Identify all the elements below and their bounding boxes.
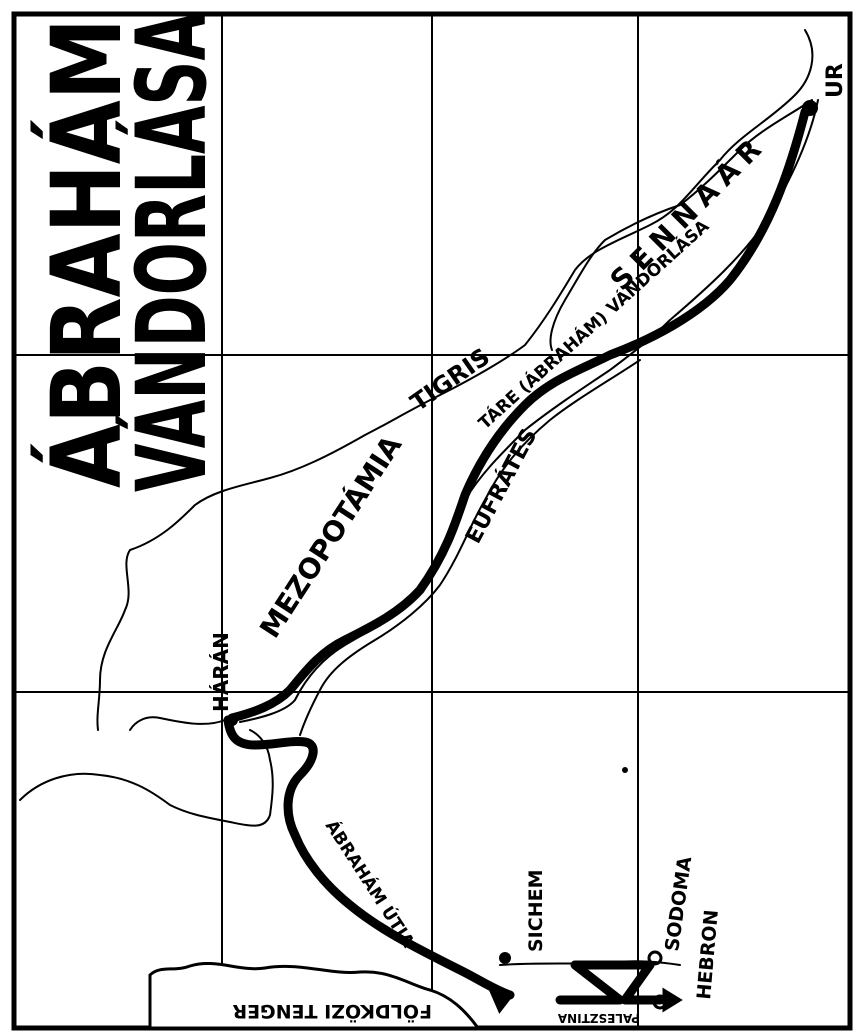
label-tigris: TIGRIS <box>405 343 495 417</box>
label-abraham-route: ÁBRAHÁM ÚTJA <box>321 816 420 952</box>
tigris-bank <box>549 99 813 351</box>
mediterranean-coast <box>148 961 481 1030</box>
sodoma-marker <box>647 950 663 966</box>
title-line-2: VÁNDORLÁSA <box>115 12 228 492</box>
label-ur: UR <box>823 63 848 98</box>
label-palestine: PALESZTINA <box>557 1011 640 1025</box>
label-sea: FÖLDKÖZI TENGER <box>232 1000 432 1024</box>
palestine-route-line <box>555 960 665 1005</box>
ur-marker <box>802 100 818 116</box>
title-line-1: ÁBRAHÁM <box>30 18 143 488</box>
western-river <box>129 716 226 731</box>
abraham-route-line <box>223 715 515 1000</box>
label-hebron: HEBRON <box>693 909 723 1001</box>
sichem-marker <box>499 952 511 964</box>
dot-marker <box>622 767 628 773</box>
label-sennaar: SENNAÁR <box>603 126 773 296</box>
label-mesopotamia: MEZOPOTÁMIA <box>252 429 408 644</box>
western-coastline <box>19 729 274 827</box>
euphrates-river <box>239 99 819 723</box>
map-grid <box>14 14 850 1028</box>
label-sodoma: SODOMA <box>661 855 696 953</box>
hebron-marker <box>652 994 668 1010</box>
label-haran: HÁRÁN <box>209 632 233 712</box>
label-sichem: SICHEM <box>525 870 547 953</box>
abraham-route-arrow <box>483 978 515 1014</box>
haran-marker <box>226 714 238 726</box>
euphrates-bank <box>299 359 641 736</box>
terah-route-line <box>227 107 810 723</box>
tigris-river <box>96 29 814 731</box>
